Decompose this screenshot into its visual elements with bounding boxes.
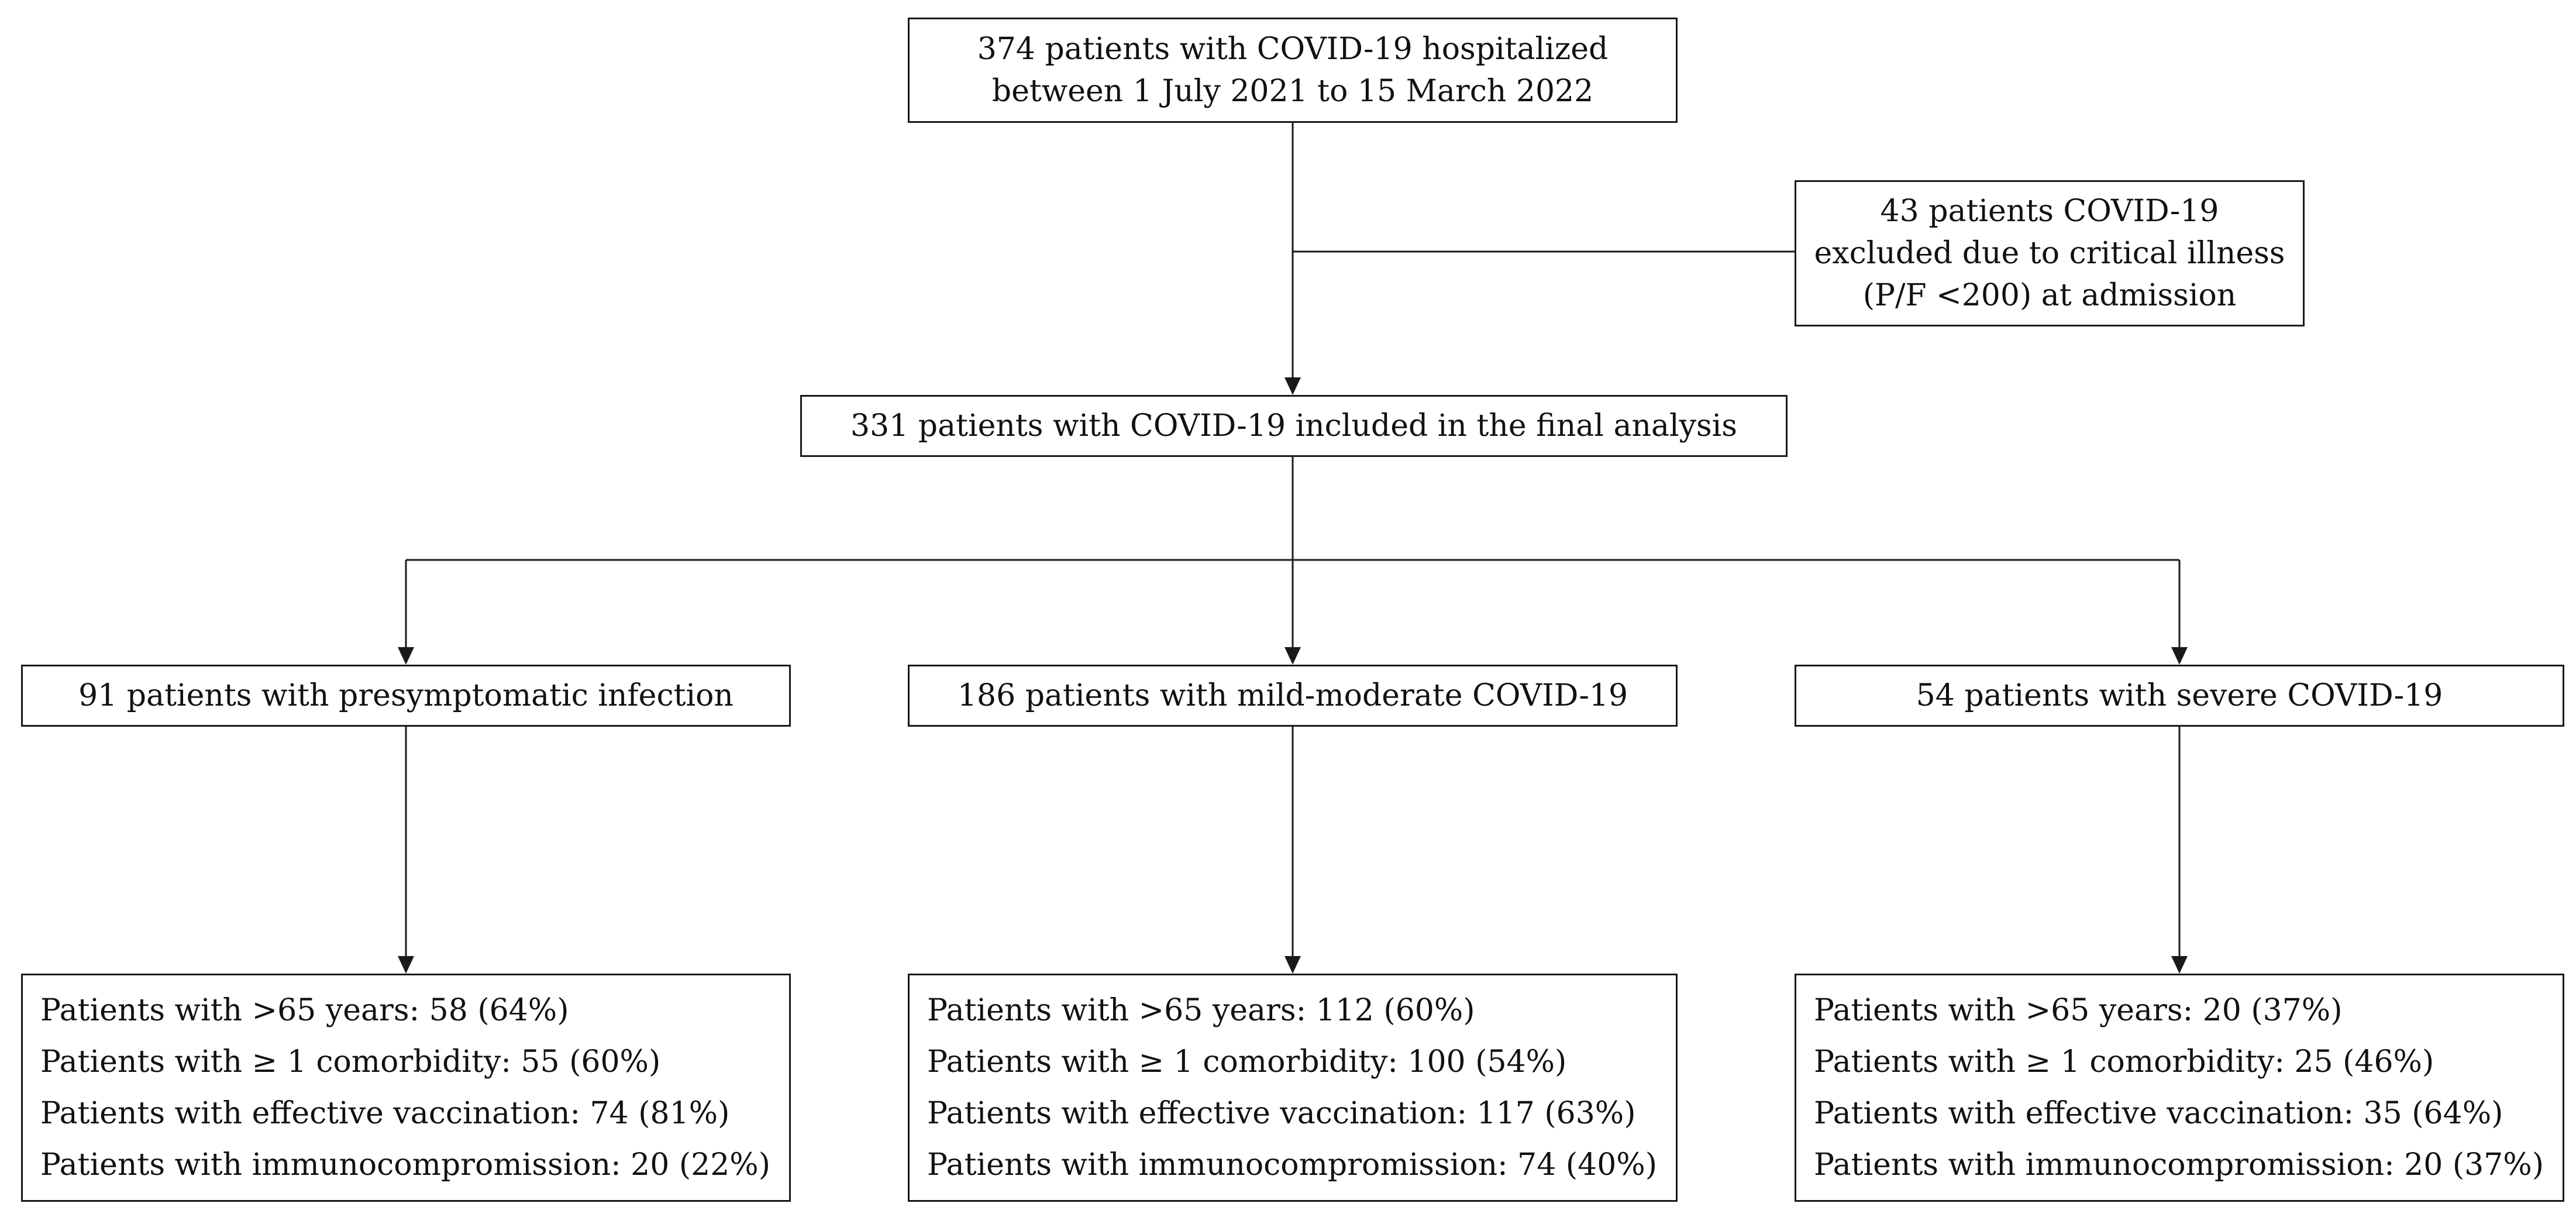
stat-age-over-65: Patients with >65 years: 112 (60%) xyxy=(927,993,1475,1028)
stat-comorbidity: Patients with ≥ 1 comorbidity: 25 (46%) xyxy=(1814,1044,2434,1080)
stat-vaccination: Patients with effective vaccination: 35 … xyxy=(1814,1096,2503,1131)
stats-mild-moderate-box: Patients with >65 years: 112 (60%) Patie… xyxy=(908,974,1678,1202)
arrowhead-included xyxy=(1284,377,1301,395)
excluded-line-2: excluded due to critical illness xyxy=(1814,236,2285,271)
stat-comorbidity: Patients with ≥ 1 comorbidity: 55 (60%) xyxy=(40,1044,661,1080)
group-label: 91 patients with presymptomatic infectio… xyxy=(78,678,733,713)
stats-severe-box: Patients with >65 years: 20 (37%) Patien… xyxy=(1795,974,2564,1202)
stat-age-over-65: Patients with >65 years: 58 (64%) xyxy=(40,993,569,1028)
arrowhead-stats-2 xyxy=(1284,956,1301,974)
group-mild-moderate-box: 186 patients with mild-moderate COVID-19 xyxy=(908,665,1678,727)
initial-cohort-box: 374 patients with COVID-19 hospitalized … xyxy=(908,18,1678,123)
stat-immunocompromission: Patients with immunocompromission: 74 (4… xyxy=(927,1147,1657,1182)
group-label: 54 patients with severe COVID-19 xyxy=(1916,678,2443,713)
excluded-line-1: 43 patients COVID-19 xyxy=(1880,194,2219,229)
stat-immunocompromission: Patients with immunocompromission: 20 (2… xyxy=(40,1147,770,1182)
group-severe-box: 54 patients with severe COVID-19 xyxy=(1795,665,2564,727)
arrowhead-group-2 xyxy=(1284,647,1301,665)
arrowhead-group-3 xyxy=(2171,647,2188,665)
included-cohort-box: 331 patients with COVID-19 included in t… xyxy=(800,395,1788,457)
stat-vaccination: Patients with effective vaccination: 74 … xyxy=(40,1096,730,1131)
included-cohort-label: 331 patients with COVID-19 included in t… xyxy=(850,408,1737,444)
arrowhead-stats-3 xyxy=(2171,956,2188,974)
stats-presymptomatic-box: Patients with >65 years: 58 (64%) Patien… xyxy=(21,974,791,1202)
group-label: 186 patients with mild-moderate COVID-19 xyxy=(957,678,1628,713)
stat-age-over-65: Patients with >65 years: 20 (37%) xyxy=(1814,993,2343,1028)
arrowhead-group-1 xyxy=(398,647,414,665)
group-presymptomatic-box: 91 patients with presymptomatic infectio… xyxy=(21,665,791,727)
initial-cohort-line-2: between 1 July 2021 to 15 March 2022 xyxy=(991,74,1594,109)
initial-cohort-line-1: 374 patients with COVID-19 hospitalized xyxy=(977,32,1609,67)
excluded-line-3: (P/F <200) at admission xyxy=(1862,278,2237,313)
excluded-box: 43 patients COVID-19 excluded due to cri… xyxy=(1795,180,2305,326)
stat-comorbidity: Patients with ≥ 1 comorbidity: 100 (54%) xyxy=(927,1044,1567,1080)
stat-vaccination: Patients with effective vaccination: 117… xyxy=(927,1096,1636,1131)
stat-immunocompromission: Patients with immunocompromission: 20 (3… xyxy=(1814,1147,2544,1182)
arrowhead-stats-1 xyxy=(398,956,414,974)
